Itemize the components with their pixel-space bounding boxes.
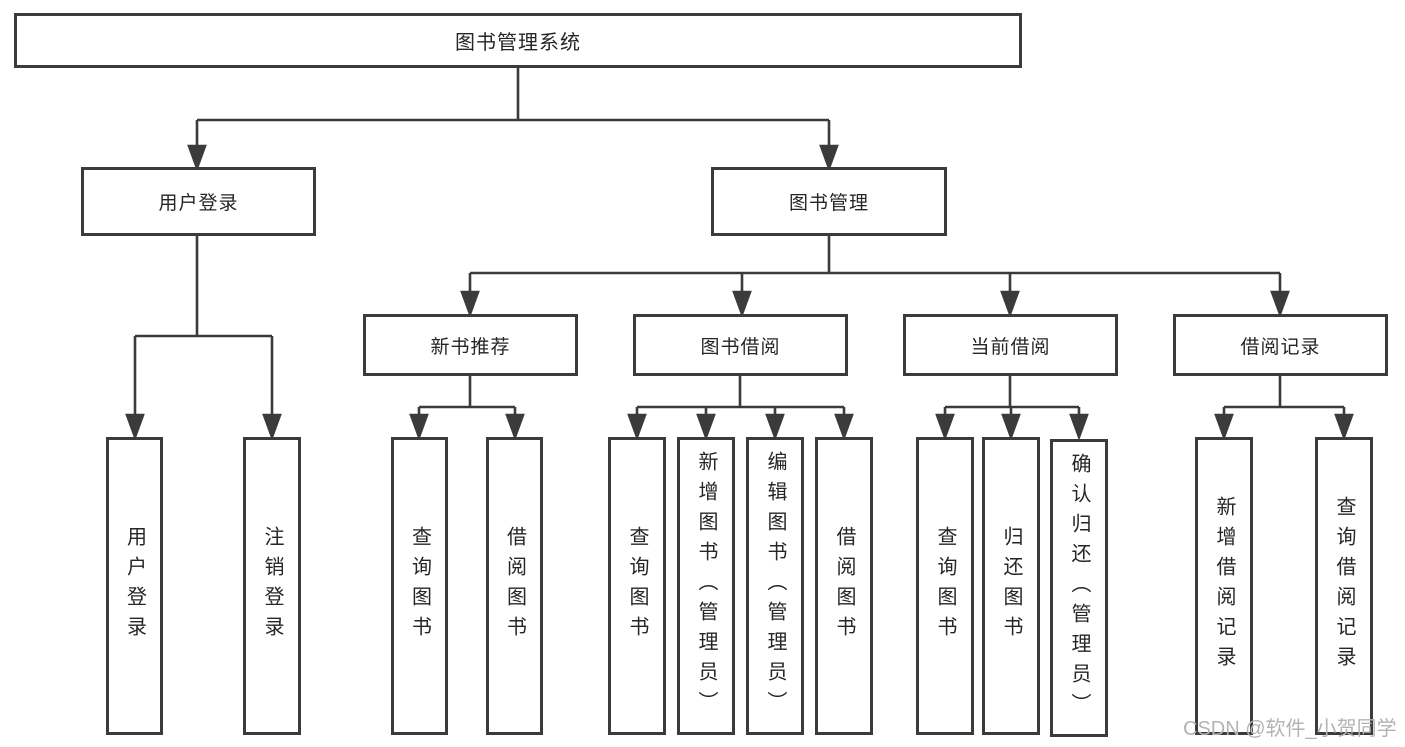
arrow-down-icon: [505, 413, 525, 441]
arrow-down-icon: [732, 290, 752, 318]
node-leaf-borrow-books-recommend: 借阅图书: [486, 437, 543, 735]
node-leaf-query-books-current: 查询图书: [916, 437, 974, 735]
connector-user-login: [125, 236, 282, 441]
connector-current-borrow: [935, 376, 1089, 441]
arrow-down-icon: [1000, 290, 1020, 318]
arrow-down-icon: [262, 413, 282, 441]
node-leaf-borrow-books-label: 借阅图书: [833, 526, 855, 646]
arrow-down-icon: [834, 413, 854, 441]
arrow-down-icon: [627, 413, 647, 441]
node-leaf-user-login-label: 用户登录: [123, 526, 146, 646]
node-library-system: 图书管理系统: [14, 13, 1022, 68]
node-book-borrow: 图书借阅: [633, 314, 848, 376]
node-leaf-query-books-recommend-label: 查询图书: [408, 526, 431, 646]
arrow-down-icon: [187, 144, 207, 172]
node-book-borrow-label: 图书借阅: [700, 336, 781, 358]
node-leaf-query-borrow-record: 查询借阅记录: [1315, 437, 1373, 735]
node-leaf-borrow-books: 借阅图书: [815, 437, 873, 735]
connector-new-book: [409, 376, 525, 441]
node-leaf-add-borrow-record: 新增借阅记录: [1195, 437, 1253, 735]
node-leaf-add-book-admin: 新增图书（管理员）: [677, 437, 735, 735]
node-leaf-add-book-admin-label: 新增图书（管理员）: [695, 451, 717, 721]
node-leaf-user-login: 用户登录: [106, 437, 163, 735]
arrow-down-icon: [1069, 413, 1089, 441]
node-leaf-query-books-current-label: 查询图书: [934, 526, 956, 646]
arrow-down-icon: [696, 413, 716, 441]
node-current-borrow-label: 当前借阅: [970, 336, 1051, 358]
node-leaf-logout: 注销登录: [243, 437, 301, 735]
arrow-down-icon: [1334, 413, 1354, 441]
node-borrow-records: 借阅记录: [1173, 314, 1388, 376]
node-new-book-recommend: 新书推荐: [363, 314, 578, 376]
node-leaf-confirm-return-admin-label: 确认归还（管理员）: [1068, 453, 1090, 723]
arrow-down-icon: [125, 413, 145, 441]
node-book-management-label: 图书管理: [788, 193, 869, 214]
node-user-login: 用户登录: [81, 167, 316, 236]
node-library-system-label: 图书管理系统: [455, 32, 581, 54]
node-book-management: 图书管理: [711, 167, 947, 236]
arrow-down-icon: [460, 290, 480, 318]
node-leaf-query-books-recommend: 查询图书: [391, 437, 448, 735]
node-current-borrow: 当前借阅: [903, 314, 1118, 376]
node-leaf-edit-book-admin: 编辑图书（管理员）: [746, 437, 804, 735]
node-leaf-return-books-label: 归还图书: [1000, 526, 1022, 646]
node-leaf-return-books: 归还图书: [982, 437, 1040, 735]
node-new-book-recommend-label: 新书推荐: [430, 336, 511, 358]
arrow-down-icon: [765, 413, 785, 441]
arrow-down-icon: [409, 413, 429, 441]
arrow-down-icon: [1001, 413, 1021, 441]
node-borrow-records-label: 借阅记录: [1240, 336, 1321, 358]
arrow-down-icon: [935, 413, 955, 441]
node-leaf-confirm-return-admin: 确认归还（管理员）: [1050, 439, 1108, 737]
arrow-down-icon: [819, 144, 839, 172]
node-leaf-add-borrow-record-label: 新增借阅记录: [1213, 496, 1235, 676]
node-leaf-logout-label: 注销登录: [261, 526, 283, 646]
node-leaf-query-books-borrow: 查询图书: [608, 437, 666, 735]
node-leaf-edit-book-admin-label: 编辑图书（管理员）: [764, 451, 786, 721]
arrow-down-icon: [1214, 413, 1234, 441]
connector-borrow-records: [1214, 376, 1354, 441]
connector-book-management: [460, 236, 1290, 318]
node-leaf-borrow-books-recommend-label: 借阅图书: [503, 526, 526, 646]
connector-root: [187, 68, 839, 172]
watermark: CSDN @软件_小贺同学: [1183, 718, 1397, 740]
connector-book-borrow: [627, 376, 854, 441]
node-user-login-label: 用户登录: [158, 193, 239, 214]
node-leaf-query-borrow-record-label: 查询借阅记录: [1333, 496, 1355, 676]
arrow-down-icon: [1270, 290, 1290, 318]
node-leaf-query-books-borrow-label: 查询图书: [626, 526, 648, 646]
